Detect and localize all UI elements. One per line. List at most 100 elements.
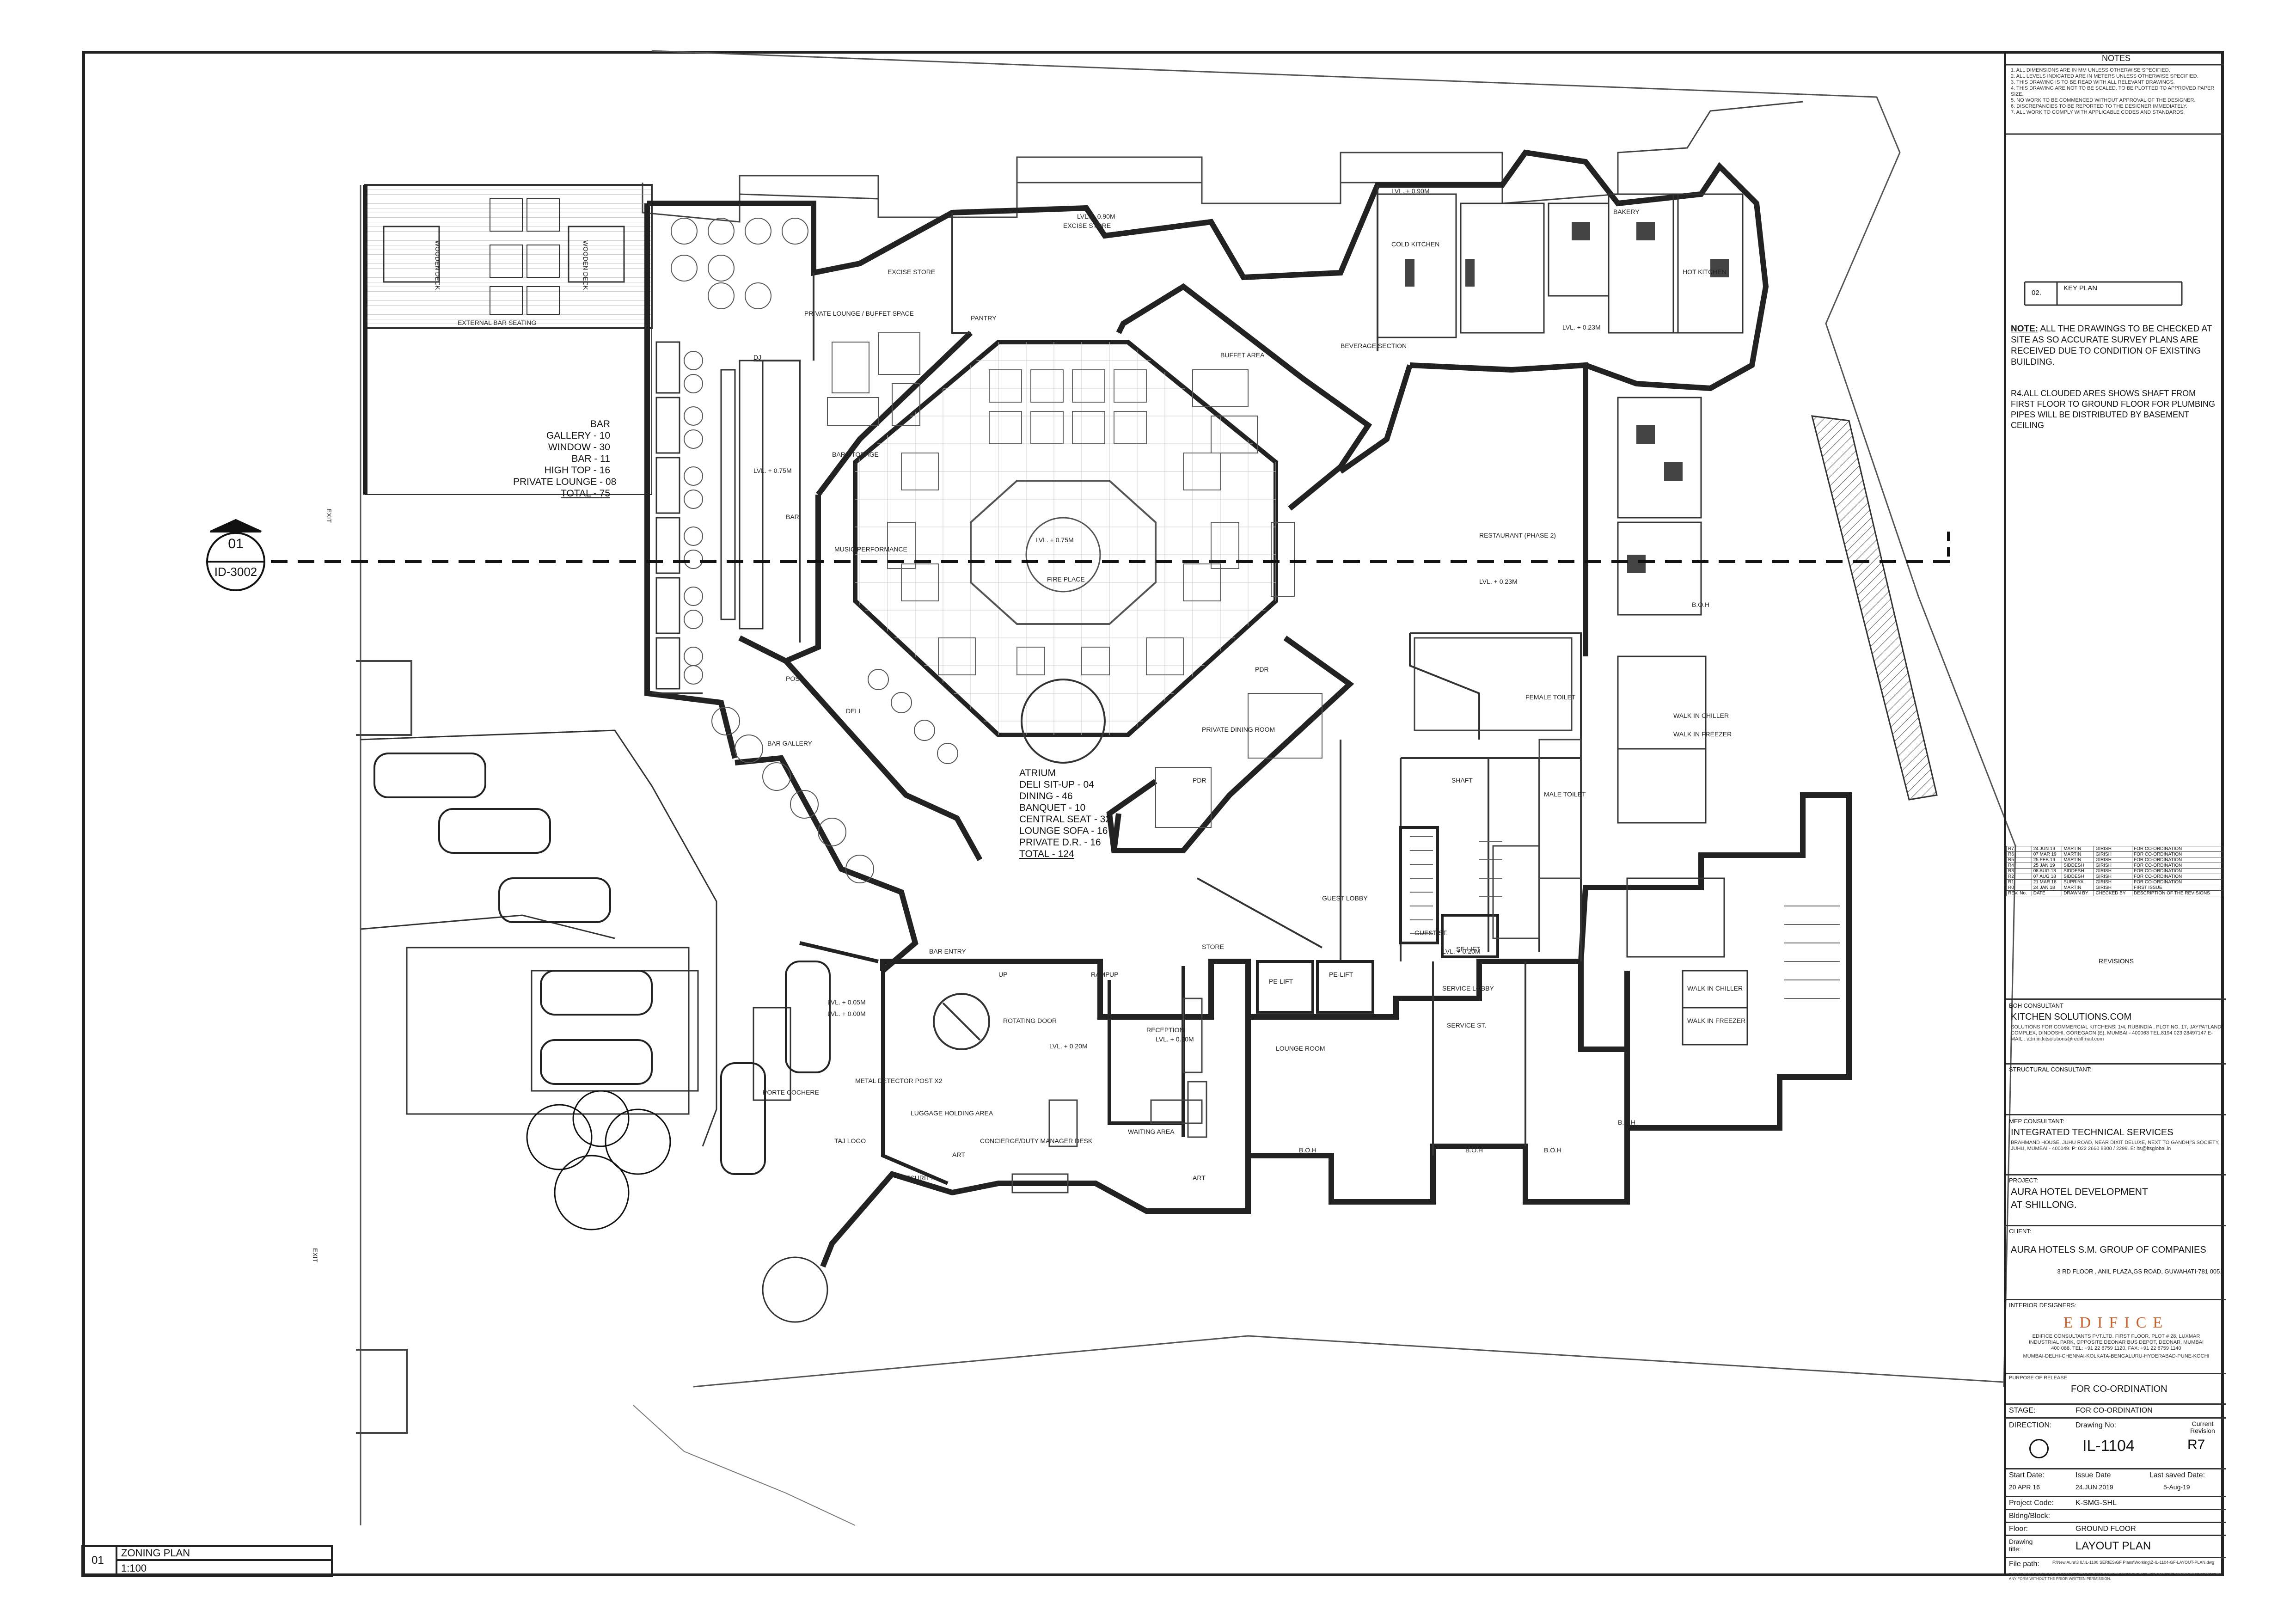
- room-label: B.O.H: [1692, 601, 1710, 608]
- drawing-no-value: IL-1104: [2082, 1437, 2135, 1455]
- room-label: BAR GALLERY: [767, 740, 813, 747]
- purpose-section: PURPOSE OF RELEASE FOR CO-ORDINATION: [2006, 1373, 2226, 1403]
- atrium-zone-total: TOTAL - 124: [1019, 849, 1074, 859]
- edifice-logo: EDIFICE: [2063, 1314, 2169, 1331]
- room-label: TAJ LOGO: [834, 1137, 866, 1145]
- revisions-label: REVISIONS: [2098, 957, 2134, 965]
- rev-header: DESCRIPTION OF THE REVISIONS: [2132, 890, 2223, 896]
- retaining-wall-hatch: [1811, 415, 1938, 801]
- landscape-trees: [526, 1090, 671, 1230]
- bar-zone-line: WINDOW - 30: [548, 442, 610, 453]
- level-tag: LVL. + 0.20M: [1156, 1035, 1194, 1043]
- level-tag: LVL. + 0.05M: [827, 998, 866, 1006]
- room-label: ROTATING DOOR: [1003, 1017, 1057, 1024]
- rev-drawn: MARTIN: [2062, 851, 2094, 857]
- last-saved-label: Last saved Date:: [2149, 1471, 2205, 1479]
- kitchen-block: [1377, 193, 1748, 1046]
- rev-checked: GIRISH: [2094, 846, 2132, 852]
- mep-label: MEP CONSULTANT:: [2009, 1118, 2064, 1125]
- room-label: BUFFET AREA: [1220, 351, 1265, 359]
- north-arrow-icon: [2029, 1439, 2049, 1458]
- room-label: PRIVATE LOUNGE / BUFFET SPACE: [804, 310, 914, 317]
- rev-date: 21 MAR 18: [2031, 879, 2063, 885]
- room-label: LUGGAGE HOLDING AREA: [911, 1109, 993, 1117]
- project-code-value: K-SMG-SHL: [2076, 1499, 2117, 1507]
- file-path-row: File path: F:\New Aura\3 IL\IL-1100 SERI…: [2006, 1557, 2226, 1575]
- room-label: ART: [1193, 1174, 1206, 1181]
- atrium-zone-line: CENTRAL SEAT - 32: [1019, 814, 1111, 825]
- interior-designer-label: INTERIOR DESIGNERS:: [2009, 1302, 2076, 1309]
- client-address: 3 RD FLOOR , ANIL PLAZA,GS ROAD, GUWAHAT…: [2057, 1268, 2222, 1275]
- room-label: HOT KITCHEN: [1683, 268, 1727, 275]
- issue-date-label: Issue Date: [2076, 1471, 2111, 1479]
- rev-no: R4: [2006, 863, 2032, 869]
- bar-zone-line: GALLERY - 10: [546, 430, 610, 441]
- drawing-number-row: DIRECTION: Drawing No: IL-1104 Current R…: [2006, 1417, 2226, 1468]
- room-label: PE-LIFT: [1269, 978, 1293, 985]
- drawing-sheet-border: [82, 51, 2224, 1576]
- mep-section: MEP CONSULTANT: INTEGRATED TECHNICAL SER…: [2006, 1114, 2226, 1152]
- room-label: WALK IN FREEZER: [1673, 730, 1732, 738]
- note-line: 7. ALL WORK TO COMPLY WITH APPLICABLE CO…: [2011, 110, 2185, 115]
- room-label: B.O.H: [1618, 1119, 1636, 1126]
- atrium-zone-line: DINING - 46: [1019, 791, 1073, 802]
- rev-drawn: SIDDESH: [2062, 874, 2094, 880]
- title-block: NOTES 1. ALL DIMENSIONS ARE IN MM UNLESS…: [2004, 51, 2226, 1581]
- rev-no: R2: [2006, 874, 2032, 880]
- current-revision-value: R7: [2187, 1437, 2205, 1452]
- room-label: CONCIERGE/DUTY MANAGER DESK: [980, 1137, 1093, 1145]
- bar-zone-schedule: BAR GALLERY - 10 WINDOW - 30 BAR - 11 HI…: [513, 418, 616, 499]
- room-label: WALK IN CHILLER: [1673, 712, 1729, 719]
- ownership-footer: THIS DRAWING IS THE SOLE PROPERTY OF EDI…: [2009, 1573, 2222, 1581]
- room-label: EXTERNAL BAR SEATING: [458, 319, 537, 326]
- bar-zone-line: BAR - 11: [571, 453, 610, 464]
- floor-row: Floor: GROUND FLOOR: [2006, 1522, 2226, 1535]
- rev-no: R5: [2006, 857, 2032, 863]
- bar-zone-line: HIGH TOP - 16: [544, 465, 610, 476]
- zoning-plan-title: ZONING PLAN: [121, 1547, 190, 1559]
- spiral-stair: [762, 1256, 828, 1323]
- rev-checked: GIRISH: [2094, 863, 2132, 869]
- notes-list: 1. ALL DIMENSIONS ARE IN MM UNLESS OTHER…: [2011, 67, 2222, 116]
- floor-value: GROUND FLOOR: [2076, 1525, 2136, 1533]
- room-label: WALK IN CHILLER: [1687, 985, 1743, 992]
- level-tag: LVL. + 0.90M: [1391, 187, 1430, 195]
- room-label: BEVERAGE SECTION: [1341, 342, 1407, 349]
- note-line: 2. ALL LEVELS INDICATED ARE IN METERS UN…: [2011, 73, 2198, 79]
- rev-no: R0: [2006, 885, 2032, 891]
- note-line: 1. ALL DIMENSIONS ARE IN MM UNLESS OTHER…: [2011, 67, 2170, 73]
- rev-drawn: SIDDESH: [2062, 868, 2094, 874]
- rev-header: REV. No.: [2006, 890, 2032, 896]
- room-label: SERVICE ST.: [1447, 1022, 1487, 1029]
- room-label: SE-LIFT: [1456, 945, 1481, 953]
- rev-drawn: SIDDESH: [2062, 863, 2094, 869]
- atrium-zone-line: BANQUET - 10: [1019, 802, 1086, 813]
- rev-desc: FOR CO-ORDINATION: [2132, 879, 2223, 885]
- floor-label: Floor:: [2009, 1525, 2028, 1533]
- room-label: DJ: [753, 354, 762, 361]
- room-label: MUSIC PERFORMANCE: [834, 545, 907, 553]
- file-path-value: F:\New Aura\3 IL\IL-1100 SERIES\GF Plans…: [2052, 1560, 2214, 1565]
- drawing-title-row: Drawing title: LAYOUT PLAN: [2006, 1535, 2226, 1557]
- general-note-2: R4.ALL CLOUDED ARES SHOWS SHAFT FROM FIR…: [2011, 389, 2216, 430]
- rev-desc: FIRST ISSUE: [2132, 885, 2223, 891]
- rev-drawn: MARTIN: [2062, 857, 2094, 863]
- zoning-plan-scale: 1:100: [121, 1562, 147, 1574]
- rev-desc: FOR CO-ORDINATION: [2132, 863, 2223, 869]
- level-tag: LVL. + 0.20M: [1442, 948, 1481, 955]
- room-label: PDR: [1255, 666, 1269, 673]
- level-tag: LVL. + 0.23M: [1479, 578, 1518, 585]
- atrium-zone-line: LOUNGE SOFA - 16: [1019, 826, 1108, 836]
- drawing-title-label: Drawing title:: [2009, 1538, 2033, 1553]
- general-note-label: NOTE:: [2011, 324, 2039, 334]
- exit-label: EXIT: [312, 1248, 319, 1263]
- drawing-no-label: Drawing No:: [2076, 1421, 2117, 1429]
- lift-stair-core: [1256, 826, 1499, 1014]
- room-label: BAR STORAGE: [832, 451, 879, 458]
- note-line: 5. NO WORK TO BE COMMENCED WITHOUT APPRO…: [2011, 98, 2196, 103]
- room-label: PRIVATE DINING ROOM: [1202, 726, 1275, 733]
